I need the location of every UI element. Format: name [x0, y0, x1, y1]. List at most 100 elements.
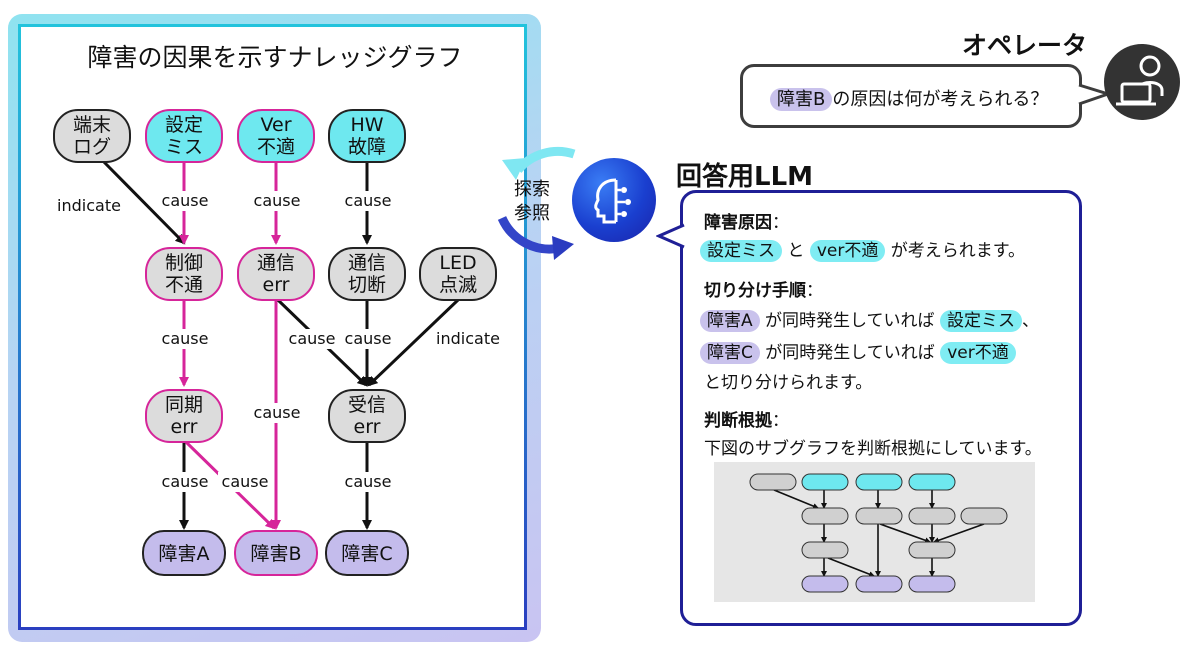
node-ver-mismatch-line1: Ver	[260, 114, 291, 136]
isolation-title-text: 切り分け手順	[704, 281, 806, 301]
llm-bubble-tail	[656, 223, 685, 249]
node-sync-err	[145, 389, 223, 443]
person-laptop-icon	[1116, 55, 1164, 106]
search-cycle-line1: 探索	[514, 179, 550, 200]
node-control-fail-line2: 不通	[165, 274, 203, 296]
node-recv-err-line1: 受信	[348, 394, 386, 416]
node-failure-a-label: 障害A	[159, 543, 210, 565]
node-terminal-log	[53, 109, 131, 163]
isolation-result-ver-mismatch: ver不適	[940, 342, 1016, 364]
question-text: の原因は何が考えられる？	[832, 89, 1049, 110]
cause-tag-config-miss: 設定ミス	[700, 240, 782, 262]
node-comm-err-line2: err	[263, 274, 290, 296]
basis-title-colon: ：	[772, 411, 789, 431]
node-led-blink	[419, 247, 497, 301]
edge-label-indicate-2: indicate	[436, 329, 500, 348]
brain-circuit-icon	[594, 178, 631, 224]
node-hw-failure-line2: 故障	[348, 136, 386, 158]
question-failure-tag: 障害B	[770, 88, 833, 111]
edge-label-cause-4: cause	[162, 329, 209, 348]
node-config-miss	[145, 109, 223, 163]
node-failure-c-label: 障害C	[341, 543, 392, 565]
node-config-miss-line1: 設定	[165, 114, 203, 136]
node-recv-err	[328, 389, 406, 443]
mini-node-12	[855, 575, 903, 593]
mini-node-9	[801, 541, 849, 559]
basis-text: 下図のサブグラフを判断根拠にしています。	[704, 439, 1042, 459]
knowledge-graph-title: 障害の因果を示すナレッジグラフ	[87, 43, 463, 72]
node-comm-cut	[328, 247, 406, 301]
search-cycle-arrows	[497, 146, 576, 260]
isolation-row1: 障害A が同時発生していれば 設定ミス、	[700, 306, 1039, 332]
edge-label-cause-3: cause	[345, 191, 392, 210]
isolation-title-colon: ：	[806, 281, 823, 301]
mini-node-7	[908, 507, 956, 525]
mini-node-11	[801, 575, 849, 593]
edge-label-cause-7: cause	[254, 403, 301, 422]
node-failure-c	[325, 530, 409, 576]
mini-node-13	[908, 575, 956, 593]
edge-label-indicate-1: indicate	[57, 196, 121, 215]
node-hw-failure-line1: HW	[350, 114, 383, 136]
mini-node-2	[801, 473, 849, 491]
edge-label-cause-2: cause	[254, 191, 301, 210]
node-comm-err	[237, 247, 315, 301]
mini-node-6	[855, 507, 903, 525]
node-comm-cut-line2: 切断	[348, 274, 386, 296]
search-cycle-line2: 参照	[514, 203, 550, 224]
cause-title-text: 障害原因	[704, 213, 772, 233]
isolation-tag-failure-c: 障害C	[700, 342, 760, 364]
isolation-tag-failure-a: 障害A	[700, 310, 760, 332]
mini-node-8	[960, 507, 1008, 525]
node-terminal-log-line2: ログ	[73, 136, 111, 158]
node-terminal-log-line1: 端末	[73, 114, 111, 136]
mini-node-10	[908, 541, 956, 559]
node-ver-mismatch	[237, 109, 315, 163]
edge-label-cause-9: cause	[222, 472, 269, 491]
isolation-row2-text: が同時発生していれば	[765, 343, 935, 363]
node-hw-failure	[328, 109, 406, 163]
cause-section-title: 障害原因：	[704, 208, 789, 233]
isolation-result-config-miss: 設定ミス	[939, 310, 1022, 332]
node-control-fail	[145, 247, 223, 301]
isolation-row3: と切り分けられます。	[704, 373, 873, 393]
cause-title-colon: ：	[772, 213, 789, 233]
search-cycle-label: 探索 参照	[514, 178, 550, 226]
edge-label-cause-10: cause	[345, 472, 392, 491]
mini-node-3	[855, 473, 903, 491]
isolation-row1-text: が同時発生していれば	[765, 311, 935, 331]
llm-brain-icon	[572, 158, 656, 242]
node-failure-b	[234, 530, 318, 576]
node-recv-err-line2: err	[354, 416, 381, 438]
cause-mid: と	[787, 241, 805, 261]
basis-title-text: 判断根拠	[704, 411, 772, 431]
cause-tail: が考えられます。	[890, 241, 1026, 261]
mini-node-5	[801, 507, 849, 525]
node-sync-err-line2: err	[171, 416, 198, 438]
isolation-row2: 障害C が同時発生していれば ver不適	[700, 338, 1016, 364]
edge-label-cause-6: cause	[345, 329, 392, 348]
edge-label-cause-1: cause	[162, 191, 209, 210]
edge-label-cause-5: cause	[289, 329, 336, 348]
llm-label: 回答用LLM	[676, 162, 814, 192]
edge-label-cause-8: cause	[162, 472, 209, 491]
node-led-blink-line2: 点滅	[439, 274, 477, 296]
operator-label: オペレータ	[962, 31, 1088, 60]
node-failure-b-label: 障害B	[250, 543, 301, 565]
node-sync-err-line1: 同期	[165, 394, 203, 416]
isolation-section-title: 切り分け手順：	[704, 276, 823, 301]
node-led-blink-line1: LED	[439, 252, 476, 274]
edge-led-recv	[367, 298, 460, 387]
node-config-miss-line2: ミス	[165, 136, 203, 158]
basis-section-title: 判断根拠：	[704, 406, 789, 431]
isolation-row1-end: 、	[1021, 311, 1039, 331]
subgraph-thumbnail	[714, 462, 1035, 602]
node-failure-a	[142, 530, 226, 576]
node-control-fail-line1: 制御	[165, 252, 203, 274]
cause-line: 設定ミス と ver不適 が考えられます。	[700, 236, 1026, 262]
mini-node-4	[908, 473, 956, 491]
edge-log-control	[100, 158, 186, 245]
node-comm-cut-line1: 通信	[348, 252, 386, 274]
node-ver-mismatch-line2: 不適	[257, 136, 295, 158]
